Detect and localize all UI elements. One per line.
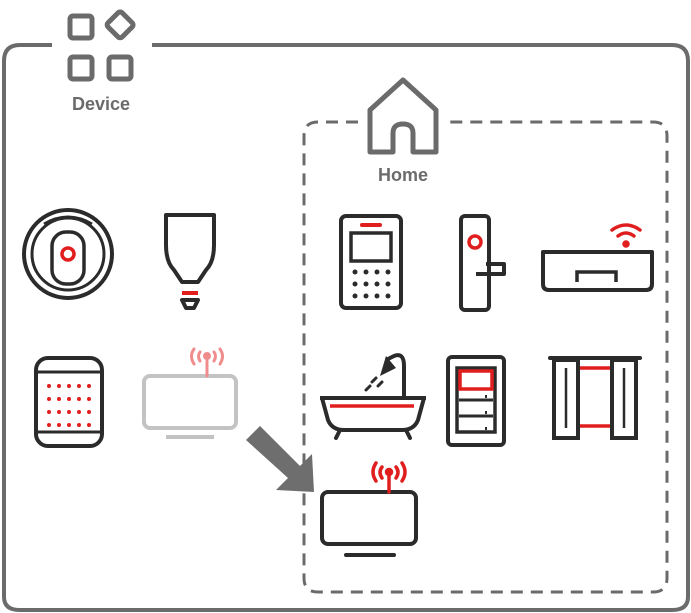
bathtub-icon (320, 353, 426, 440)
speaker-dot (77, 423, 81, 427)
keypad-key (352, 281, 358, 287)
keypad-key (374, 281, 380, 287)
smart-speaker-icon (34, 356, 104, 448)
smart-tv-icon (320, 461, 418, 557)
speaker-dot (57, 384, 61, 388)
smart-curtain-icon (548, 356, 642, 440)
speaker-dot (47, 384, 51, 388)
move-arrow-icon (246, 426, 314, 492)
keypad-key (374, 293, 380, 299)
keypad-key (363, 293, 369, 299)
air-conditioner-icon (541, 223, 654, 292)
smart-tv-icon (142, 347, 238, 439)
device-container (1, 43, 690, 612)
smart-door-lock-icon (459, 214, 506, 312)
speaker-dot (47, 410, 51, 414)
robot-vacuum-icon (22, 208, 114, 300)
keypad-key (363, 269, 369, 275)
speaker-dot (47, 397, 51, 401)
keypad-key (374, 269, 380, 275)
speaker-dot (77, 397, 81, 401)
keypad-key (352, 293, 358, 299)
speaker-dot (67, 410, 71, 414)
light-switch-icon (446, 355, 506, 447)
device-label: Device (72, 94, 130, 114)
smart-bulb-icon (164, 213, 216, 310)
keypad-key (352, 269, 358, 275)
speaker-dot (67, 384, 71, 388)
keypad-key (363, 281, 369, 287)
speaker-dot (77, 410, 81, 414)
speaker-dot (87, 397, 91, 401)
speaker-grille (47, 384, 91, 427)
speaker-dot (77, 384, 81, 388)
speaker-dot (87, 410, 91, 414)
speaker-dot (87, 384, 91, 388)
speaker-dot (57, 423, 61, 427)
speaker-dot (67, 397, 71, 401)
keypad-key (385, 269, 391, 275)
intercom-panel-icon (339, 214, 403, 310)
speaker-dot (67, 423, 71, 427)
home-label: Home (378, 165, 428, 185)
keypad-key (385, 293, 391, 299)
keypad-key (385, 281, 391, 287)
house-icon (367, 77, 439, 155)
device-grid-icon (67, 9, 136, 82)
speaker-dot (87, 423, 91, 427)
speaker-dot (47, 423, 51, 427)
speaker-dot (57, 410, 61, 414)
keypad (352, 269, 391, 299)
speaker-dot (57, 397, 61, 401)
